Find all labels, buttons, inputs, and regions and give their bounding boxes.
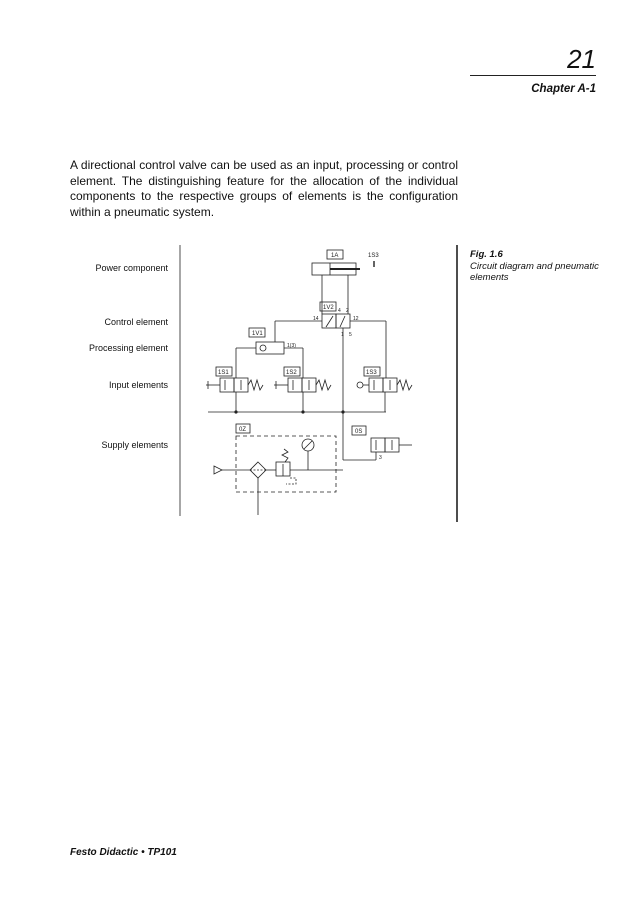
label-box-1s3 <box>363 366 381 377</box>
label-1a: 1A <box>331 253 338 259</box>
label-1v1: 1V1 <box>252 331 263 337</box>
page-number: 21 <box>567 44 596 74</box>
label-box-1s2 <box>283 366 301 377</box>
level-label-supply: Supply elements <box>101 440 168 450</box>
port-12: 12 <box>353 316 359 322</box>
footer-text: Festo Didactic • TP101 <box>70 847 177 858</box>
port-1: 1 <box>341 332 344 338</box>
port-2: 2 <box>346 308 349 314</box>
label-box-1a <box>326 249 344 260</box>
pressure-gauge-symbol <box>301 438 315 470</box>
label-0z: 0Z <box>239 427 246 433</box>
port-4: 4 <box>338 308 341 314</box>
input-valve-1s2 <box>274 377 332 412</box>
pressure-regulator-symbol <box>275 448 291 477</box>
figure-number: Fig. 1.6 <box>470 249 503 260</box>
label-1s1: 1S1 <box>218 370 229 376</box>
chapter-label: Chapter A-1 <box>531 83 596 95</box>
final-control-valve <box>275 288 386 329</box>
label-1s3: 1S3 <box>366 370 377 376</box>
filter-symbol <box>249 461 267 479</box>
port-1-3: 1(3) <box>287 343 296 349</box>
level-label-control: Control element <box>104 317 168 327</box>
service-unit-boundary <box>235 435 337 493</box>
label-1v2: 1V2 <box>323 305 334 311</box>
level-label-processing: Processing element <box>88 343 168 353</box>
level-label-power: Power component <box>95 263 168 273</box>
double-acting-cylinder <box>311 262 360 288</box>
label-0s: 0S <box>355 429 362 435</box>
figure-caption: Circuit diagram and pneumatic elements <box>470 261 599 283</box>
shuttle-valve <box>235 321 304 378</box>
input-valve-1s3 <box>356 321 413 412</box>
label-1s3-top: 1S3 <box>368 253 379 259</box>
label-box-1s1 <box>215 366 233 377</box>
shutoff-valve <box>343 437 412 461</box>
port-14: 14 <box>313 316 319 322</box>
label-box-0z <box>235 423 251 434</box>
label-box-1v1 <box>248 327 266 338</box>
label-1s2: 1S2 <box>286 370 297 376</box>
level-label-input: Input elements <box>108 380 168 390</box>
header-rule <box>470 75 596 76</box>
intro-paragraph: A directional control valve can be used … <box>70 158 458 219</box>
air-source-symbol <box>213 465 223 475</box>
label-box-1v2 <box>319 301 337 312</box>
port-5: 5 <box>349 332 352 338</box>
label-box-0s <box>351 425 367 436</box>
input-valve-1s1 <box>206 377 264 412</box>
port-3: 3 <box>379 455 382 461</box>
